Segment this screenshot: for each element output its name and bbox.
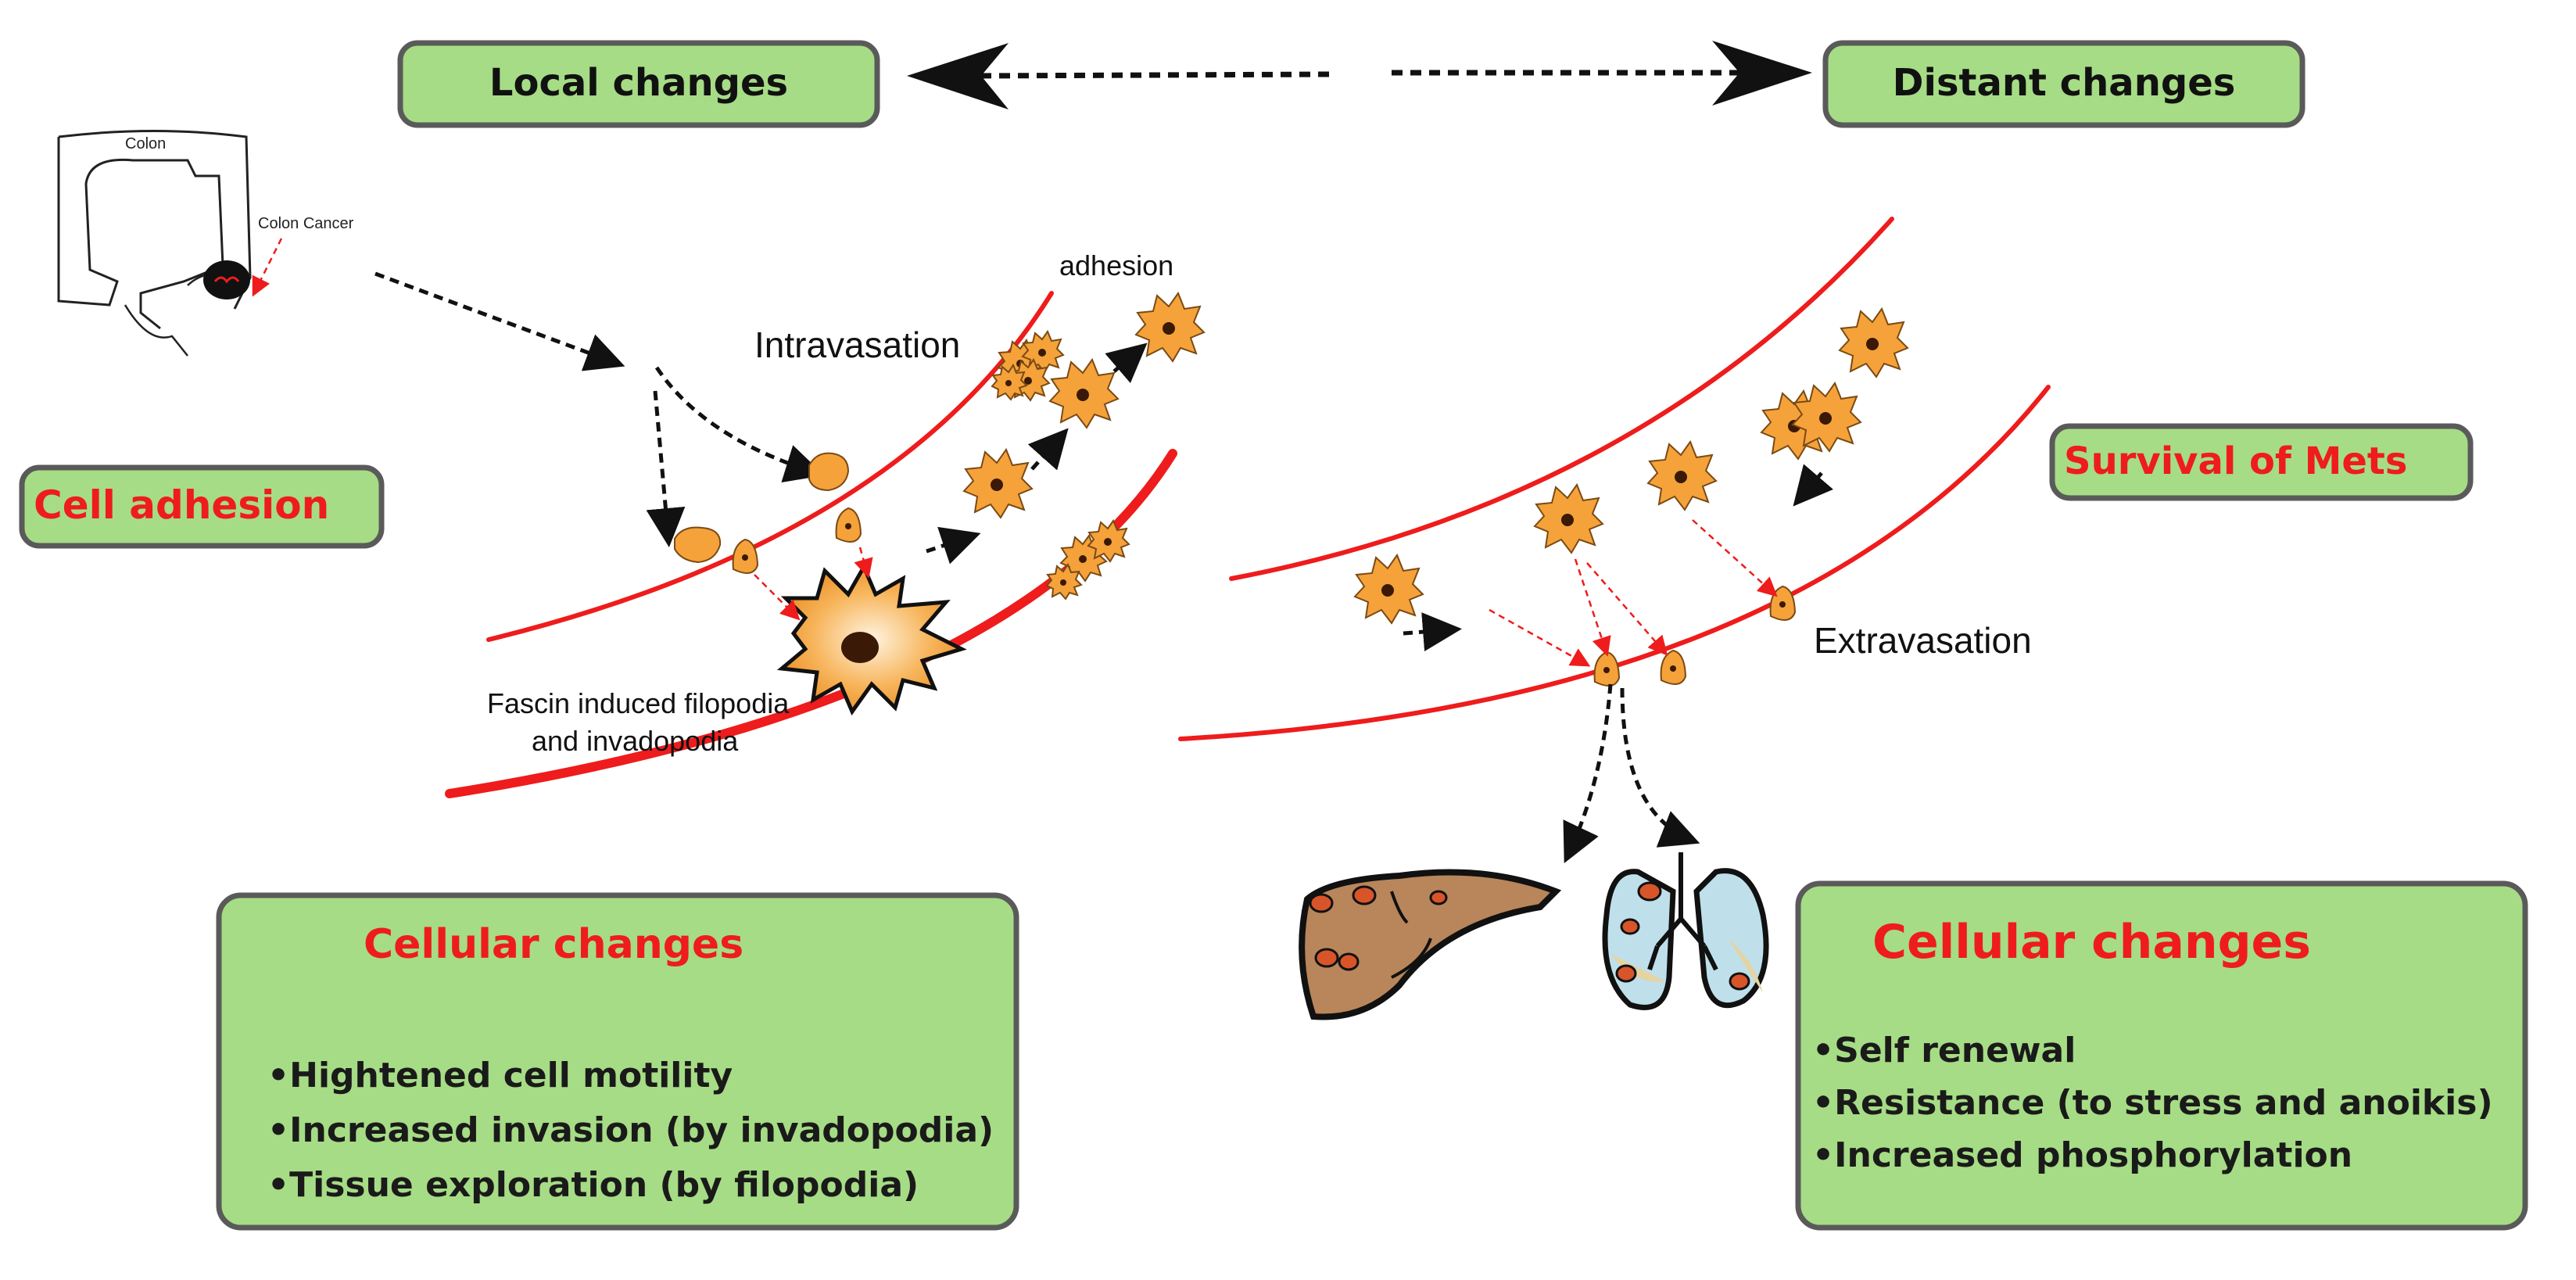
circulating-cell	[1646, 439, 1718, 511]
local-change-item: •Tissue exploration (by filopodia)	[267, 1165, 919, 1205]
local-cellular-changes-title: Cellular changes	[364, 921, 743, 968]
flow-arrows-organs	[1563, 683, 1700, 864]
distant-changes-title: Distant changes	[1893, 61, 2236, 105]
local-change-item: •Increased invasion (by invadopodia)	[267, 1110, 994, 1150]
extravasating-cell	[1660, 649, 1687, 685]
liver-illustration	[1299, 869, 1562, 1020]
colon-cancer-label: Colon Cancer	[258, 215, 354, 232]
circulating-cell	[1760, 381, 1862, 461]
local-cellular-changes-box: Cellular changes •Hightened cell motilit…	[216, 892, 1019, 1231]
right-blood-vessel	[1178, 217, 2051, 741]
migrating-cell	[732, 538, 759, 574]
distant-cellular-changes-box: Cellular changes •Self renewal •Resistan…	[1795, 880, 2528, 1231]
flow-arrows-left	[374, 271, 825, 547]
extravasating-cell	[1769, 585, 1797, 621]
cell-adhesion-box: Cell adhesion	[19, 464, 385, 549]
circulating-cell	[1838, 307, 1909, 378]
colon-label: Colon	[125, 135, 166, 152]
circulating-cell	[1134, 291, 1206, 363]
adhesion-label: adhesion	[1059, 249, 1173, 281]
distant-change-item: •Self renewal	[1812, 1031, 2076, 1070]
fascin-label-line2: and invadopodia	[532, 725, 739, 757]
distant-change-item: •Resistance (to stress and anoikis)	[1812, 1083, 2493, 1123]
cell-cluster	[1045, 518, 1130, 601]
lungs-illustration	[1602, 852, 1769, 1010]
survival-of-mets-title: Survival of Mets	[2064, 439, 2407, 483]
invading-cell	[776, 562, 967, 716]
distant-cellular-changes-title: Cellular changes	[1872, 915, 2311, 970]
local-changes-title: Local changes	[489, 61, 788, 105]
survival-of-mets-box: Survival of Mets	[2049, 423, 2474, 501]
right-tumor-cells: Extravasation	[1353, 307, 2032, 687]
extravasating-cell	[1593, 651, 1621, 687]
circulating-cell	[1048, 357, 1120, 429]
adhered-cell	[674, 526, 722, 564]
intravasation-label: Intravasation	[754, 324, 960, 365]
local-distant-arrow	[907, 41, 1812, 109]
circulating-cell	[1533, 482, 1604, 554]
cell-cluster	[991, 329, 1065, 402]
distant-change-item: •Increased phosphorylation	[1812, 1135, 2352, 1175]
distant-changes-box: Distant changes	[1822, 40, 2306, 128]
circulating-cell	[962, 447, 1034, 519]
left-tumor-cells: adhesion Intravasation Fascin induced fi…	[487, 249, 1206, 757]
adhered-cell	[808, 452, 850, 492]
circulating-cell	[1353, 553, 1424, 625]
colon-illustration: Colon Colon Cancer	[57, 130, 354, 357]
local-change-item: •Hightened cell motility	[267, 1056, 733, 1095]
fascin-label-line1: Fascin induced filopodia	[487, 687, 790, 719]
extravasation-label: Extravasation	[1814, 620, 2032, 661]
local-changes-box: Local changes	[397, 40, 880, 128]
cell-adhesion-title: Cell adhesion	[34, 482, 329, 528]
migrating-cell	[835, 507, 862, 543]
